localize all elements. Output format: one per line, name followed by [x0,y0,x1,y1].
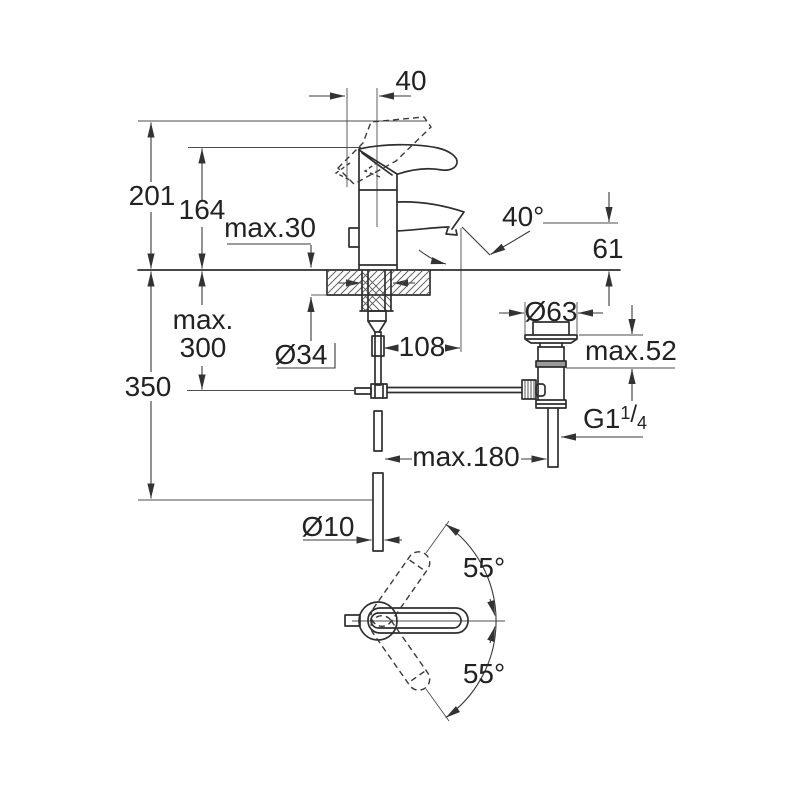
dim-handle-offset: 40 [395,65,426,96]
dimension-labels: 40 201 164 max.30 40° 61 max. 300 Ø34 10… [125,65,677,689]
handle-lever-side [358,143,458,175]
dim-waste-diameter: Ø63 [525,296,578,327]
dim-rod-max-line1: max. [173,304,234,335]
dim-spout-angle: 40° [502,201,544,232]
dim-lever-reach: max.180 [412,441,519,472]
dim-swing-lower: 55° [463,658,505,689]
handle-swing-dashed [370,551,431,691]
dim-swing-upper: 55° [463,552,505,583]
dim-rod-max-line2: 300 [180,332,227,363]
pull-rod-upper [373,410,383,452]
dim-spout-reach: 108 [399,331,446,362]
dim-outlet-height: 61 [592,233,623,264]
handle-raised-dashed [334,116,432,185]
dim-hole-diameter: Ø34 [275,339,328,370]
dim-rod-length: 350 [125,371,172,402]
spout [396,201,465,236]
dim-deck-thickness: max.30 [224,212,316,243]
shank-and-rod [354,269,523,552]
pop-up-lever-rod [386,386,523,394]
pop-up-waste [521,321,578,468]
dim-total-height: 201 [129,180,176,211]
reference-lines [138,88,675,722]
dim-rod-diameter: Ø10 [302,511,355,542]
dim-thread-size: G11/4 [583,401,647,434]
faucet-body [348,143,465,271]
dim-body-height: 164 [179,194,226,225]
waste-tailpipe [547,407,559,468]
dim-waste-height: max.52 [585,335,677,366]
dimension-lines [147,92,643,719]
pull-rod-lower [372,472,384,552]
